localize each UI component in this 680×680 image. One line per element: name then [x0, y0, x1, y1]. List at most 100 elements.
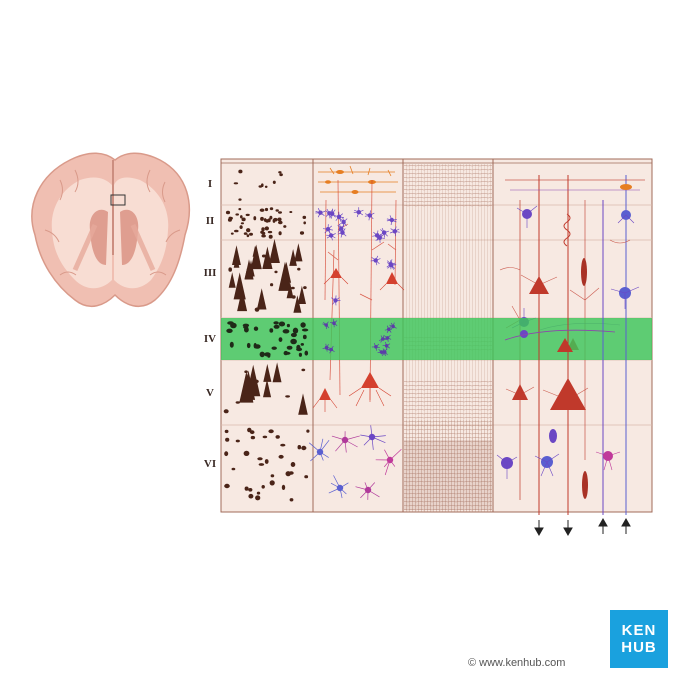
nissl-soma: [254, 307, 260, 312]
granule-soma: [384, 344, 389, 348]
stellate-soma: [327, 211, 332, 216]
nissl-soma: [268, 429, 274, 434]
nissl-soma: [230, 232, 234, 235]
nissl-soma: [275, 435, 280, 439]
stellate-soma: [356, 210, 361, 215]
brain-coronal-section: [31, 152, 191, 308]
nissl-soma: [280, 443, 286, 447]
nissl-soma: [285, 395, 290, 398]
nissl-soma: [264, 185, 268, 188]
nissl-soma: [278, 454, 284, 459]
nissl-soma: [264, 207, 269, 212]
nissl-soma: [248, 493, 254, 499]
stellate-process: [386, 215, 397, 226]
nissl-soma: [283, 225, 287, 228]
stellate-soma: [325, 227, 331, 232]
granule-process: [330, 319, 338, 328]
nissl-stain-column: [223, 169, 310, 502]
logo-line-2: HUB: [621, 639, 657, 656]
stellate-soma: [336, 214, 342, 219]
pyramidal-soma: [557, 338, 573, 352]
nissl-soma: [262, 435, 268, 439]
efferent-arrow-down-2: [563, 520, 573, 537]
nissl-pyramidal: [247, 260, 255, 277]
nissl-soma: [278, 220, 283, 225]
granule-process: [378, 335, 387, 343]
nissl-soma: [275, 209, 279, 212]
nissl-soma: [244, 486, 249, 491]
stellate-process: [339, 217, 348, 228]
nissl-soma: [261, 227, 265, 232]
nissl-soma: [264, 219, 270, 223]
nissl-pyramidal: [263, 363, 272, 382]
nissl-soma: [261, 304, 265, 307]
nissl-soma: [243, 450, 250, 456]
nissl-soma: [272, 180, 276, 184]
granule-process: [382, 341, 391, 350]
nissl-soma: [223, 409, 229, 414]
stellate-soma: [373, 258, 378, 263]
stellate-process: [372, 230, 383, 241]
nissl-soma: [289, 211, 293, 213]
stellate-soma: [374, 233, 380, 238]
nissl-granule: [278, 337, 283, 342]
nissl-soma: [303, 286, 307, 290]
kenhub-logo[interactable]: KEN HUB: [610, 610, 668, 668]
nissl-pyramidal: [286, 282, 294, 299]
nissl-pyramidal: [263, 379, 272, 398]
nissl-granule: [301, 328, 309, 332]
stellate-soma: [318, 210, 323, 215]
stellate-process: [315, 208, 326, 218]
nissl-soma: [269, 215, 273, 220]
nissl-soma: [306, 429, 310, 433]
nissl-soma: [250, 435, 256, 440]
nissl-soma: [224, 429, 229, 434]
multipolar-soma: [364, 486, 372, 494]
nissl-soma: [234, 229, 239, 233]
nissl-soma: [235, 439, 240, 443]
nissl-soma: [289, 498, 294, 502]
nissl-granule: [273, 324, 280, 329]
stellate-process: [326, 230, 336, 241]
stellate-process: [337, 223, 345, 234]
nissl-soma: [238, 208, 242, 211]
nissl-soma: [281, 484, 286, 490]
multipolar-soma: [368, 433, 376, 441]
multipolar-soma: [386, 456, 394, 464]
nissl-soma: [278, 171, 282, 174]
nissl-soma: [259, 208, 265, 212]
nissl-granule: [282, 329, 290, 334]
multipolar-process: [375, 449, 402, 476]
multipolar-process: [360, 425, 386, 450]
stellate-process: [334, 211, 344, 222]
connection-fiber: [504, 329, 616, 341]
nissl-soma: [272, 218, 276, 223]
granule-process: [383, 335, 392, 342]
layer-label-v: V: [206, 387, 214, 399]
nissl-granule: [267, 353, 271, 358]
nissl-soma: [291, 295, 296, 299]
stellate-process: [386, 260, 397, 270]
nissl-pyramidal: [237, 288, 248, 312]
nissl-granule: [300, 343, 304, 346]
nissl-granule: [290, 338, 297, 345]
nissl-soma: [269, 480, 275, 486]
layer-label-iii: III: [203, 267, 217, 279]
granule-soma: [332, 321, 336, 326]
efferent-arrow-down-1: [534, 520, 544, 537]
nissl-pyramidal: [293, 295, 302, 313]
nissl-soma: [290, 286, 295, 290]
nissl-soma: [248, 488, 253, 492]
nissl-pyramidal: [297, 285, 306, 304]
nissl-granule: [292, 327, 299, 334]
granule-process: [371, 343, 380, 351]
nissl-soma: [268, 234, 273, 239]
stellate-process: [337, 227, 347, 238]
nissl-soma: [249, 397, 253, 401]
nissl-pyramidal: [278, 261, 292, 291]
nissl-soma: [238, 198, 242, 201]
nissl-soma: [267, 230, 273, 234]
granule-soma: [385, 336, 390, 340]
nissl-soma: [279, 173, 283, 177]
